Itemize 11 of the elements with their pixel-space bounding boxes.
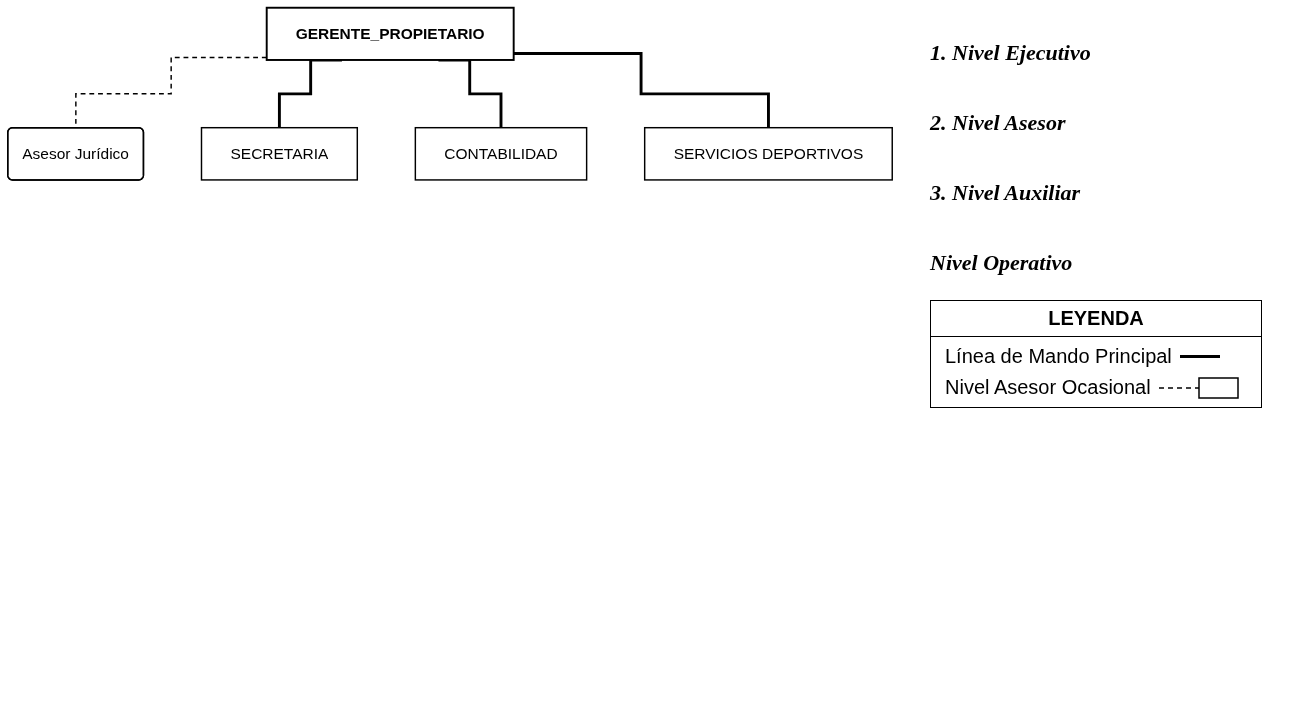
level-label: 2. Nivel Asesor bbox=[930, 110, 1066, 136]
node-box: SERVICIOS DEPORTIVOS bbox=[643, 126, 893, 181]
legend-title: LEYENDA bbox=[931, 301, 1261, 337]
node-box: SECRETARIA bbox=[200, 126, 359, 181]
level-label: Nivel Operativo bbox=[930, 250, 1073, 276]
level-label: 3. Nivel Auxiliar bbox=[930, 180, 1081, 206]
legend-text: Nivel Asesor Ocasional bbox=[945, 376, 1151, 399]
node-box: GERENTE_PROPIETARIO bbox=[265, 6, 515, 61]
level-label: 1. Nivel Ejecutivo bbox=[930, 40, 1091, 66]
legend-text: Línea de Mando Principal bbox=[945, 345, 1172, 368]
node-box: CONTABILIDAD bbox=[414, 126, 588, 181]
